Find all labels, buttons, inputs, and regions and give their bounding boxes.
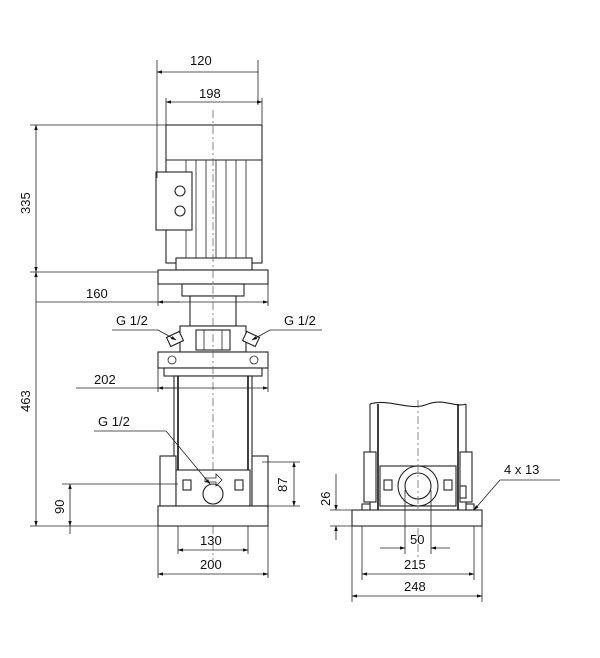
pump-base <box>157 455 269 527</box>
dim-plate-width: 202 <box>94 372 116 387</box>
dim-pump-height: 463 <box>18 390 33 412</box>
dim-200: 200 <box>157 526 269 578</box>
dim-motor-offset: 120 <box>190 53 212 68</box>
terminal-box <box>155 171 193 231</box>
dim-215: 215 <box>361 526 475 580</box>
dim-26: 26 <box>318 474 352 540</box>
dim-50: 50 <box>380 490 450 554</box>
dim-90: 90 <box>52 483 178 534</box>
dim-120: 120 <box>156 53 259 178</box>
dim-202: 202 <box>76 368 269 392</box>
dim-463: 463 <box>18 271 158 527</box>
motor <box>155 124 269 285</box>
dim-inlet-height: 90 <box>52 500 67 514</box>
dim-hole-spacing: 215 <box>404 557 426 572</box>
side-view: 26 4 x 13 50 215 248 <box>318 400 560 602</box>
dim-base-height: 26 <box>318 492 333 506</box>
thread-top-left-label: G 1/2 <box>116 313 148 328</box>
bolt-hole-callout: 4 x 13 <box>473 462 560 511</box>
dim-87: 87 <box>262 461 300 507</box>
dim-160: 160 <box>36 284 269 306</box>
thread-callout-top-left: G 1/2 <box>112 313 177 341</box>
dim-base-length: 248 <box>404 579 426 594</box>
dim-198: 198 <box>165 86 263 125</box>
dim-130: 130 <box>177 526 249 554</box>
dim-248: 248 <box>351 526 483 602</box>
thread-top-right-label: G 1/2 <box>284 313 316 328</box>
thread-callout-lower: G 1/2 <box>94 414 211 485</box>
front-view: 120 198 335 160 G 1/2 <box>18 53 322 578</box>
dim-bolt-holes: 4 x 13 <box>504 462 539 477</box>
dim-motor-height: 335 <box>18 192 33 214</box>
dim-335: 335 <box>18 124 166 273</box>
side-pump-body <box>351 400 483 560</box>
thread-lower-label: G 1/2 <box>98 414 130 429</box>
dim-motor-width: 198 <box>199 86 221 101</box>
dim-port-dia: 50 <box>410 532 424 547</box>
dim-foot-inner: 130 <box>200 533 222 548</box>
thread-callout-top-right: G 1/2 <box>251 313 322 341</box>
dim-port-spacing: 87 <box>275 478 290 492</box>
dim-coupling-width: 160 <box>86 286 108 301</box>
dim-foot-outer: 200 <box>200 557 222 572</box>
